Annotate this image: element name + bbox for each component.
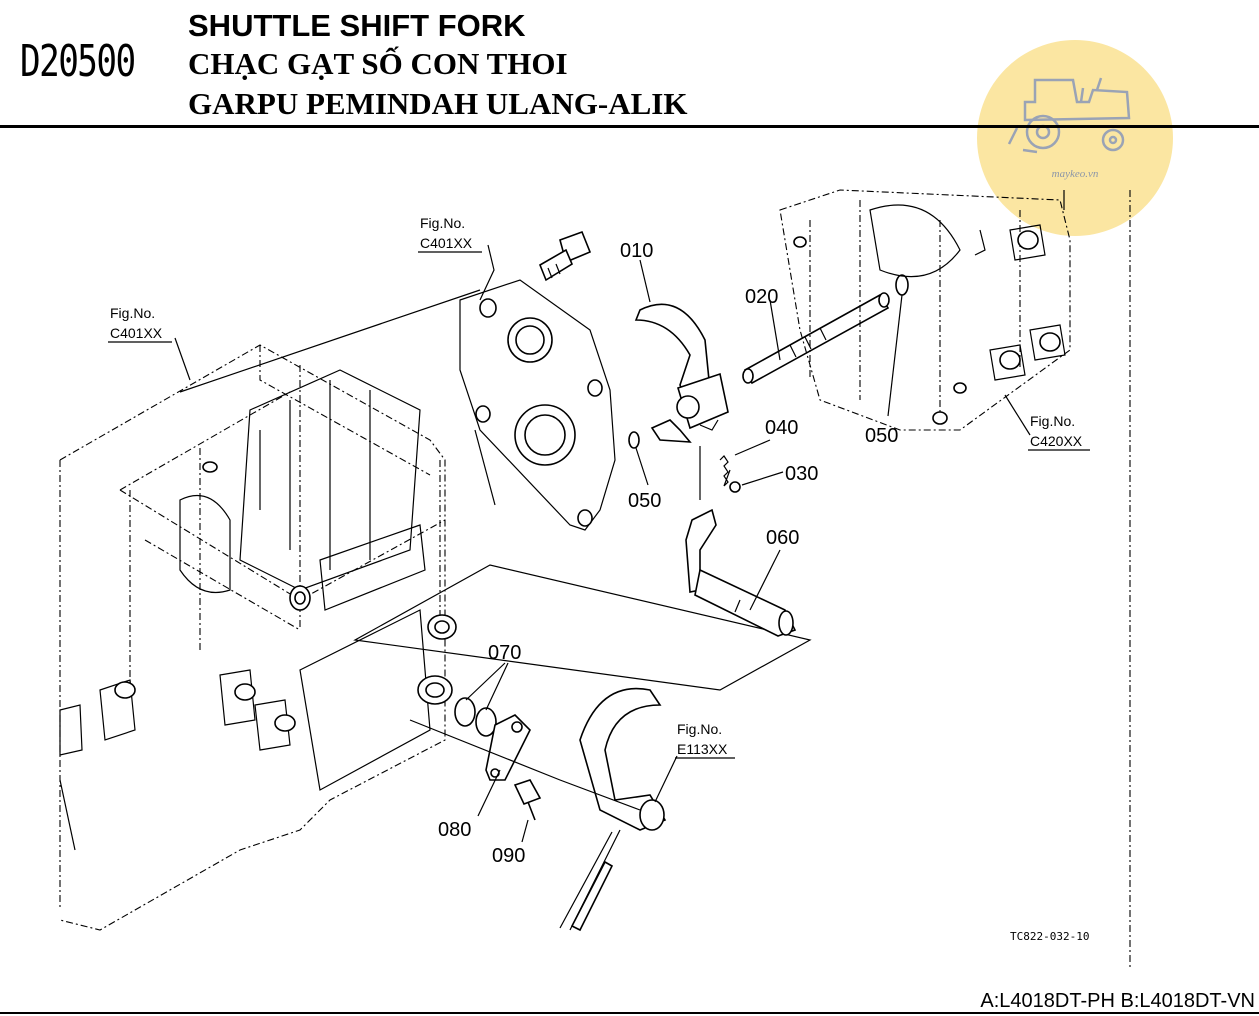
label-050-right: 050 [865,425,898,447]
model-footer: A:L4018DT-PH B:L4018DT-VN [980,990,1255,1012]
label-090: 090 [492,845,525,867]
part-070-oring-1 [454,697,476,727]
figref-1-label: Fig.No. [420,215,465,231]
label-020: 020 [745,286,778,308]
figref-2-code: C401XX [110,325,163,341]
part-010-fork [634,303,729,500]
watermark-logo: maykeo.vn [977,40,1173,236]
leader-lines [174,190,1131,970]
label-030: 030 [785,463,818,485]
label-060: 060 [766,527,799,549]
part-050-snapring-right [895,274,909,296]
drawing-reference: TC822-032-10 [1010,930,1089,943]
label-040: 040 [765,417,798,439]
title-english: SHUTTLE SHIFT FORK [188,8,526,43]
cover-plate [459,279,616,531]
header-divider [0,125,1259,128]
part-070-oring-2 [475,707,497,737]
part-050-snapring-left [628,431,640,449]
part-060-shift-arm [685,508,797,637]
title-vietnamese: CHẠC GẠT SỐ CON THOI [188,46,568,81]
label-080: 080 [438,819,471,841]
part-090-bolt [513,779,542,821]
figref-3-label: Fig.No. [1030,413,1075,429]
figref-1-code: C401XX [420,235,473,251]
title-indonesian: GARPU PEMINDAH ULANG-ALIK [188,86,688,121]
diagram-code: D20500 [20,36,136,87]
outer-shift-arm [559,687,667,932]
footer-divider [0,1012,1259,1014]
figref-3-code: C420XX [1030,433,1083,449]
figref-4-label: Fig.No. [677,721,722,737]
bolt-top [538,230,592,282]
transmission-case [59,344,457,931]
part-020-shaft [742,292,890,385]
page-header: D20500 SHUTTLE SHIFT FORK CHẠC GẠT SỐ CO… [0,0,1259,130]
part-030-ball [729,481,741,493]
label-050-left: 050 [628,490,661,512]
watermark-text: maykeo.vn [1051,168,1099,180]
group-outline [353,564,812,691]
right-housing [779,189,1071,431]
figref-2-label: Fig.No. [110,305,155,321]
label-010: 010 [620,240,653,262]
exploded-parts-diagram: 010 020 030 040 050 050 060 070 080 090 … [59,189,1131,970]
part-040-spring [719,455,731,487]
label-070: 070 [488,642,521,664]
figref-4-code: E113XX [677,741,728,757]
